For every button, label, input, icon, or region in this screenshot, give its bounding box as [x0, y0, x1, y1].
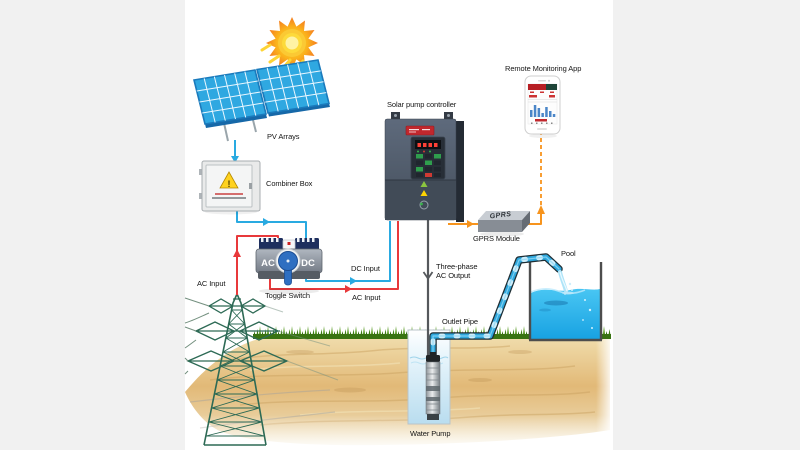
warning-glyph: ! [228, 179, 231, 189]
sun-icon [260, 17, 318, 70]
toggle-ac-label: AC [261, 258, 275, 269]
arrow-right-blue-dc [350, 277, 357, 285]
ground-fade-right [596, 326, 613, 446]
display-digits [417, 143, 438, 147]
app-rows [529, 91, 555, 98]
transmission-tower-icon [184, 293, 339, 446]
pv-panel [257, 60, 329, 113]
wire-ac-switch-to-controller [269, 221, 399, 290]
gprs-module: GPRS [478, 211, 530, 237]
label-dc-input: DC Input [351, 264, 380, 273]
label-ac-input-switch: AC Input [352, 293, 381, 302]
label-pool: Pool [561, 249, 576, 258]
warning-triangle-icon [219, 171, 239, 189]
warning-triangle-icon [420, 181, 428, 187]
label-toggle-switch: Toggle Switch [265, 291, 310, 300]
display-leds [417, 150, 431, 153]
label-three-phase-output: Three-phase AC Output [436, 262, 478, 280]
app-chart-bars [530, 105, 556, 117]
home-bar [537, 128, 547, 130]
app-header [528, 84, 546, 90]
water-pump [425, 352, 441, 420]
pump-cap [426, 355, 440, 362]
arrow-down-blue [231, 156, 239, 163]
speaker [538, 80, 546, 82]
wave-highlight [530, 288, 586, 294]
display-screen [415, 140, 441, 149]
power-lines [184, 297, 339, 381]
controller-keypad [416, 154, 441, 177]
toggle-dc-label: DC [301, 258, 315, 269]
arrow-chevron-down-gray [422, 271, 434, 280]
label-combiner-box: Combiner Box [266, 179, 313, 188]
pool-water [531, 288, 600, 339]
camera-icon [548, 79, 550, 82]
arrow-right-blue [263, 218, 270, 226]
gprs-text: GPRS [489, 211, 512, 221]
app-nav-dots [531, 122, 553, 124]
label-water-pump: Water Pump [410, 429, 451, 438]
terminal-teeth [261, 238, 315, 242]
combiner-box: ! [199, 160, 261, 215]
arrow-up-orange [537, 205, 545, 214]
toggle-switch: AC DC [255, 238, 323, 294]
pool [528, 259, 603, 342]
brand-logo-icon [419, 200, 429, 210]
label-gprs-module: GPRS Module [473, 234, 520, 243]
solar-pump-controller [384, 112, 464, 222]
outlet-pipe [429, 253, 563, 362]
pump-rings [426, 367, 440, 411]
arrow-up-red [233, 249, 241, 257]
wiring [231, 134, 545, 356]
warning-triangle-icon [420, 190, 428, 196]
arrow-right-red [345, 285, 352, 293]
water-ripple [544, 300, 568, 306]
indicator-dot [287, 242, 291, 245]
label-pv-arrays: PV Arrays [267, 132, 300, 141]
ground [185, 326, 613, 450]
label-ac-input-grid: AC Input [197, 279, 226, 288]
controller-badge [405, 125, 435, 136]
label-outlet-pipe: Outlet Pipe [442, 317, 479, 326]
wire-combiner-to-switch [236, 211, 307, 242]
label-remote-app: Remote Monitoring App [505, 64, 582, 73]
bubbles [582, 299, 593, 329]
phone-screen [527, 83, 558, 125]
pool-walls [528, 259, 603, 342]
pv-panel [194, 70, 266, 124]
water-stream [558, 270, 574, 295]
arrow-right-orange [467, 220, 474, 228]
remote-monitoring-phone [524, 75, 561, 138]
pv-array [194, 60, 330, 141]
label-controller: Solar pump controller [387, 100, 457, 109]
